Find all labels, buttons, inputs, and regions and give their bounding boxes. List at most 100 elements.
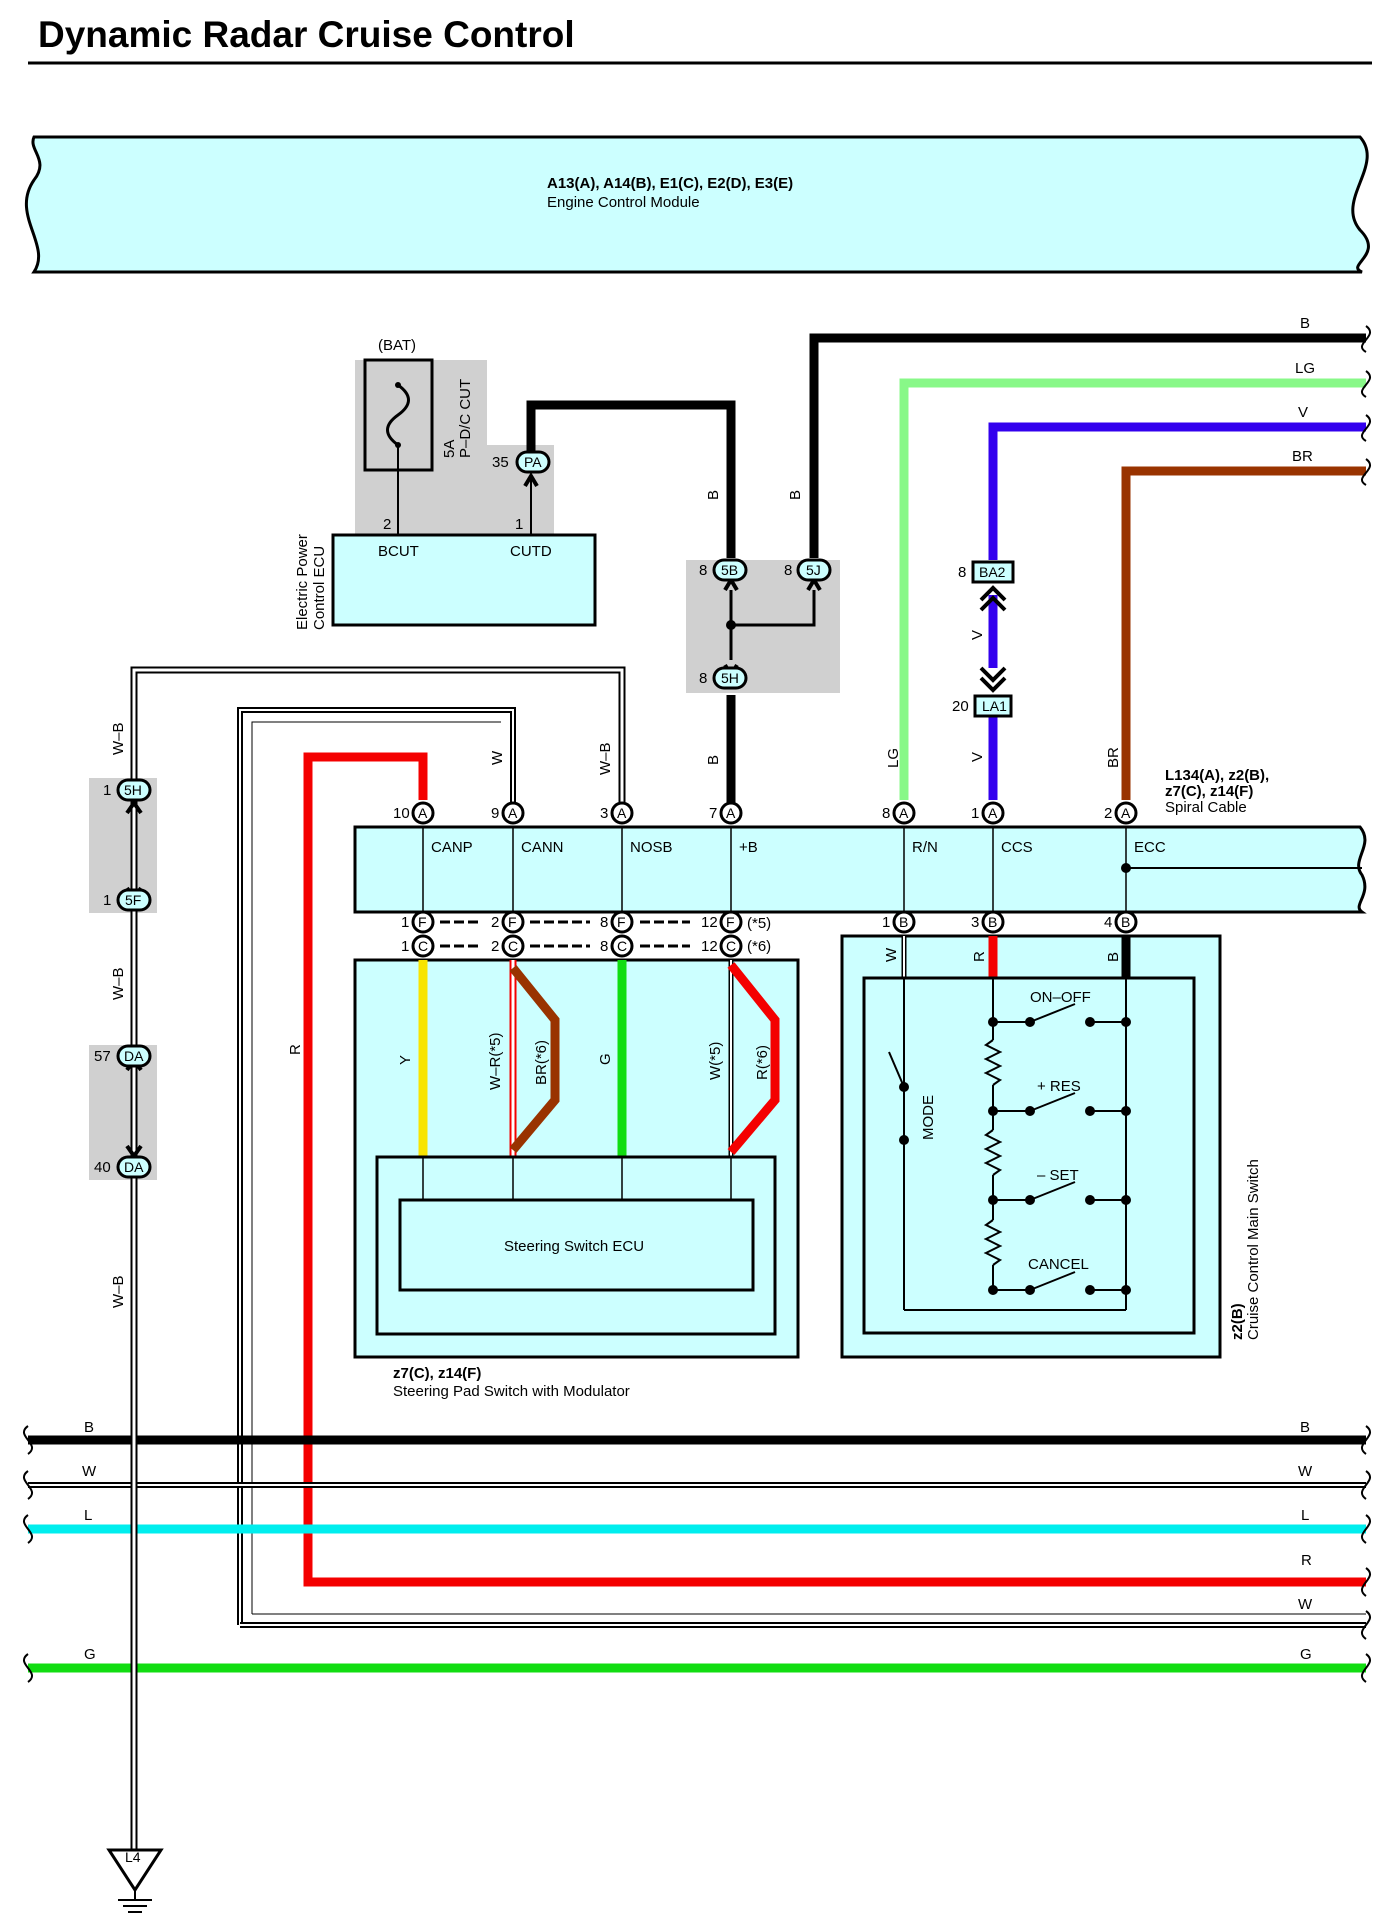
- label-v-la1: V: [969, 752, 986, 762]
- spiral-c-pin-1: C2: [491, 934, 525, 958]
- wire-v-top: [988, 422, 1366, 560]
- bus-right-w2: W: [1298, 1596, 1313, 1613]
- spiral-b-pin-1-num: 3: [971, 914, 979, 931]
- la1-label: LA1: [982, 698, 1007, 714]
- main-switch-code: z2(B): [1229, 1303, 1246, 1340]
- connector-ba2: BA2 8: [958, 560, 1015, 584]
- label-res: + RES: [1037, 1078, 1081, 1095]
- 5h-label: 5H: [721, 670, 739, 686]
- label-w-canp: W: [489, 750, 506, 765]
- da40-label: DA: [124, 1159, 144, 1175]
- connector-pa: PA 35: [492, 450, 551, 474]
- spiral-a-pin-6: A2: [1104, 801, 1138, 825]
- wire-r-6: [727, 962, 780, 1155]
- label-wr5: W–R(*5): [487, 1032, 504, 1090]
- ba2-label: BA2: [979, 564, 1006, 580]
- da57-label: DA: [124, 1048, 144, 1064]
- spiral-a-pin-4: A8: [882, 801, 916, 825]
- spiral-c-pin-1-letter: C: [508, 938, 518, 954]
- label-cancel: CANCEL: [1028, 1256, 1089, 1273]
- spiral-b-pin-2: B4: [1104, 910, 1138, 934]
- label-v-mid: V: [969, 630, 986, 640]
- 5j-num: 8: [784, 562, 792, 579]
- spiral-f-pin-3: F12: [701, 910, 743, 934]
- spiral-b-pin-2-letter: B: [1121, 914, 1130, 930]
- note-5: (*5): [747, 915, 771, 932]
- 5h-num: 8: [699, 670, 707, 687]
- label-b-top: B: [1300, 315, 1310, 332]
- 5b-label: 5B: [721, 562, 738, 578]
- spiral-name: Spiral Cable: [1165, 799, 1247, 816]
- pa-label: PA: [524, 454, 542, 470]
- label-ms-b: B: [1105, 952, 1122, 962]
- spiral-c-pin-3-letter: C: [726, 938, 736, 954]
- bus-right-r: R: [1301, 1552, 1312, 1569]
- spiral-pin-4: R/N: [912, 839, 938, 856]
- label-set: – SET: [1037, 1167, 1079, 1184]
- main-switch-name: Cruise Control Main Switch: [1245, 1159, 1262, 1340]
- la1-num: 20: [952, 698, 969, 715]
- spiral-pin-6: ECC: [1134, 839, 1166, 856]
- spiral-cable-box: [353, 825, 1367, 914]
- ground-label: L4: [125, 1849, 141, 1865]
- 5j-label: 5J: [806, 562, 821, 578]
- bus-left-g: G: [84, 1646, 96, 1663]
- spiral-a-pin-0-num: 10: [393, 805, 410, 822]
- spiral-a-pin-1-letter: A: [508, 805, 518, 821]
- bus-left-b: B: [84, 1419, 94, 1436]
- steering-ecu-label: Steering Switch ECU: [504, 1238, 644, 1255]
- wire-lg: [899, 378, 1366, 800]
- spiral-f-pin-1-num: 2: [491, 914, 499, 931]
- spiral-b-pin-1: B3: [971, 910, 1005, 934]
- da57-num: 57: [94, 1048, 111, 1065]
- spiral-pin-2: NOSB: [630, 839, 673, 856]
- connector-5b: 5B 8: [699, 558, 748, 582]
- epc-cutd: CUTD: [510, 543, 552, 560]
- label-mode: MODE: [920, 1095, 937, 1140]
- label-br6: BR(*6): [533, 1040, 550, 1085]
- label-br-top: BR: [1292, 448, 1313, 465]
- steering-switch-ecu: [398, 1198, 755, 1292]
- connector-la1: LA1 20: [952, 694, 1013, 718]
- fuse-bat-label: (BAT): [378, 337, 416, 354]
- label-r-left: R: [287, 1044, 304, 1055]
- label-lg-pin: LG: [885, 748, 902, 768]
- spiral-pin-1: CANN: [521, 839, 564, 856]
- spiral-a-pin-2: A3: [600, 801, 634, 825]
- spiral-pin-3: +B: [739, 839, 758, 856]
- spiral-c-pin-0-num: 1: [401, 938, 409, 955]
- spiral-f-pin-2-num: 8: [600, 914, 608, 931]
- spiral-c-pin-3-num: 12: [701, 938, 718, 955]
- wire-br-6: [509, 965, 560, 1153]
- connector-5f-left: 5F 1: [103, 888, 152, 912]
- spiral-b-pin-2-num: 4: [1104, 914, 1112, 931]
- label-ms-w: W: [883, 947, 900, 962]
- wire-r-loop: [303, 752, 1366, 1587]
- spiral-codes-1: L134(A), z2(B),: [1165, 767, 1269, 784]
- c5h-num: 1: [103, 782, 111, 799]
- label-lg-top: LG: [1295, 360, 1315, 377]
- fuse-name: P–D/C CUT: [457, 379, 474, 458]
- epc-bcut: BCUT: [378, 543, 419, 560]
- label-br-pin: BR: [1105, 747, 1122, 768]
- spiral-pin-0: CANP: [431, 839, 473, 856]
- spiral-b-pin-1-letter: B: [988, 914, 997, 930]
- spiral-c-pin-0: C1: [401, 934, 435, 958]
- c5f-num: 1: [103, 892, 111, 909]
- c5h-label: 5H: [124, 782, 142, 798]
- spiral-f-pin-0: F1: [401, 910, 435, 934]
- spiral-c-pin-2-letter: C: [617, 938, 627, 954]
- bus-left-w: W: [82, 1463, 97, 1480]
- spiral-b-pin-0-letter: B: [899, 914, 908, 930]
- label-b-pa: B: [705, 490, 722, 500]
- steering-codes: z7(C), z14(F): [393, 1365, 481, 1382]
- spiral-a-pin-3-num: 7: [709, 805, 717, 822]
- label-on-off: ON–OFF: [1030, 989, 1091, 1006]
- spiral-a-pin-5: A1: [971, 801, 1005, 825]
- label-g: G: [597, 1053, 614, 1065]
- fuse-icon: [386, 383, 410, 447]
- label-wb-3: W–B: [110, 1275, 127, 1308]
- connector-5h-junction: 5H 8: [699, 666, 748, 690]
- spiral-a-pin-2-letter: A: [617, 805, 627, 821]
